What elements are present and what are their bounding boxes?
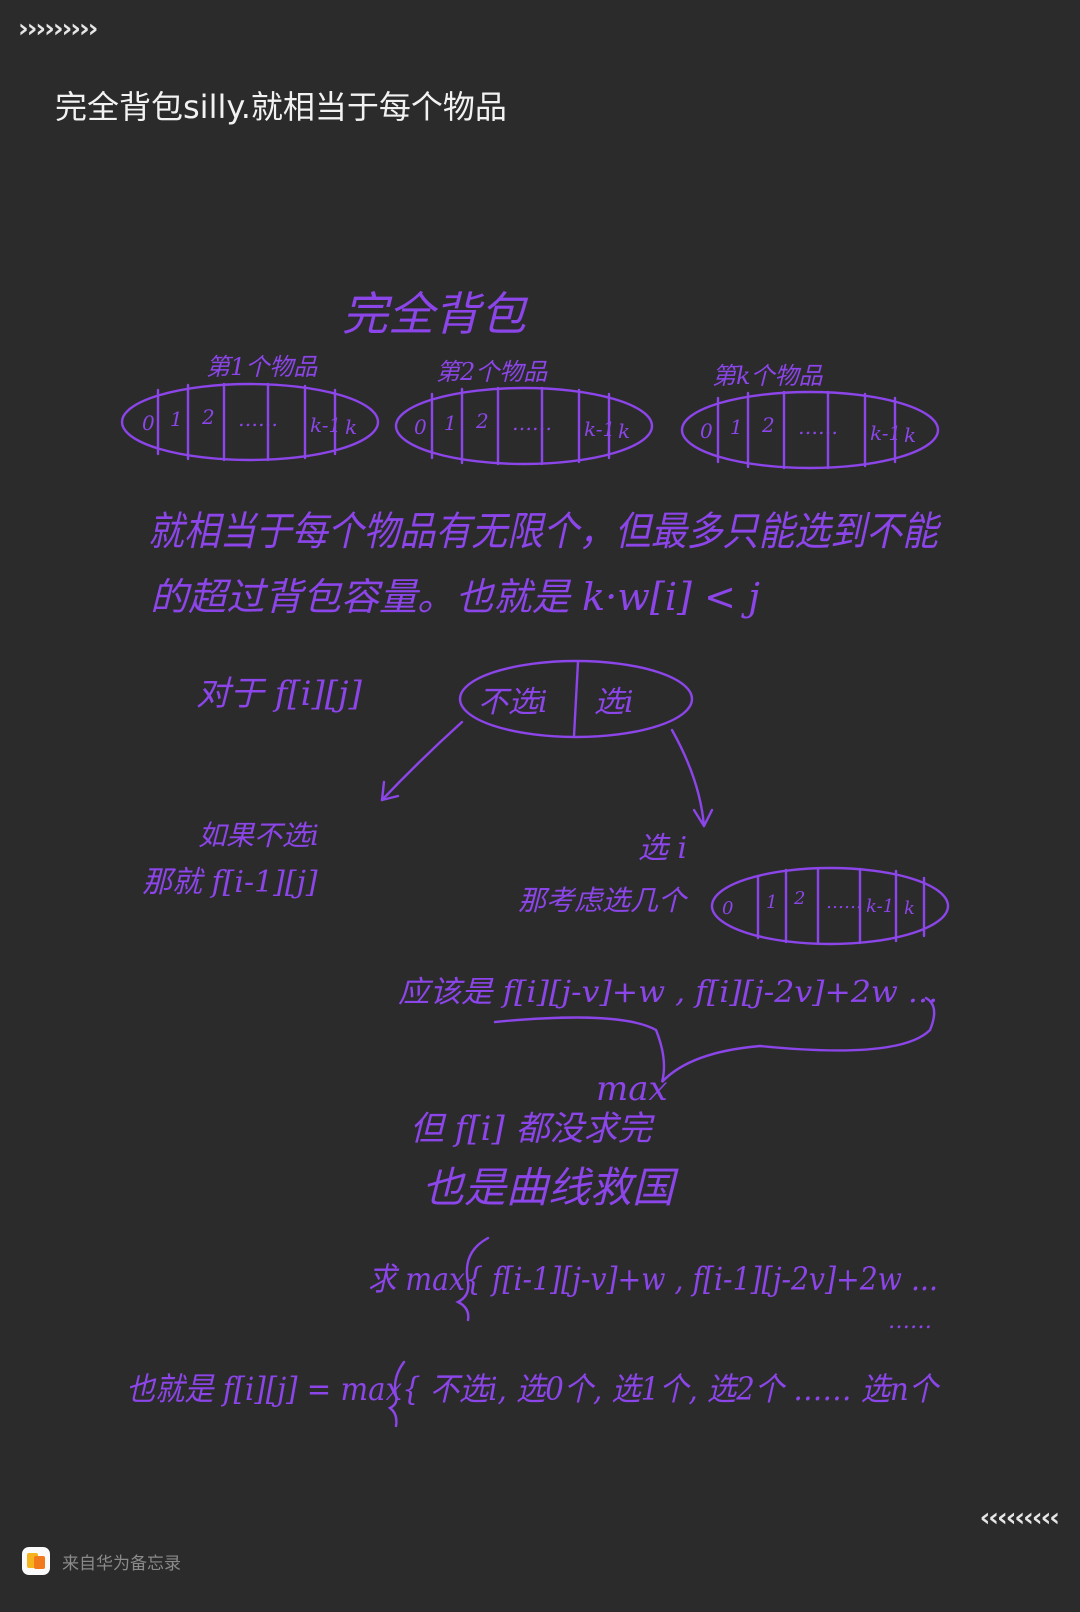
cell-2-2: 2 — [475, 409, 489, 433]
choice-oval — [458, 659, 694, 739]
max-brace — [493, 996, 936, 1083]
final-formula: 也就是 f[i][j] = max{ 不选i, 选0个, 选1个, 选2个 ……… — [126, 1370, 941, 1408]
top-chevrons: ››››››››› — [18, 14, 98, 44]
choose-cell-1: 1 — [766, 892, 777, 913]
choice-not-choose: 不选i — [478, 685, 548, 720]
max-label: max — [596, 1069, 668, 1109]
choose-label: 选 i — [638, 831, 687, 866]
cell-1-1: 1 — [170, 407, 183, 431]
cell-3-0: 0 — [700, 419, 713, 443]
choose-oval — [710, 866, 950, 946]
choose-cell-0: 0 — [722, 898, 733, 919]
footer: 来自华为备忘录 — [22, 1547, 181, 1575]
bottom-chevrons: ‹‹‹‹‹‹‹‹‹ — [979, 1503, 1060, 1533]
for-f-label: 对于 f[i][j] — [196, 674, 363, 714]
if-not-choose-label: 如果不选i — [198, 819, 319, 852]
choose-cell-4: k-1 — [866, 896, 894, 917]
cell-1-3: …… — [238, 407, 278, 431]
cell-1-2: 2 — [201, 405, 215, 429]
note-heading: 完全背包 — [342, 287, 529, 341]
explanation-line-2: 的超过背包容量。也就是 k·w[i] < j — [150, 575, 760, 619]
find-formula-dots: …… — [888, 1309, 932, 1334]
item-label-1: 第1个物品 — [206, 353, 318, 381]
cell-2-5: k — [618, 419, 630, 443]
if-not-choose-formula: 那就 f[i-1][j] — [142, 865, 318, 900]
item-oval-2 — [394, 386, 654, 466]
arrow-right — [670, 728, 706, 828]
source-label: 来自华为备忘录 — [62, 1553, 181, 1574]
item-oval-3 — [680, 390, 940, 470]
find-formula: 求 max{ f[i-1][j-v]+w , f[i-1][j-2v]+2w .… — [368, 1260, 938, 1298]
cell-3-2: 2 — [761, 413, 775, 437]
item-oval-1 — [120, 382, 380, 462]
huawei-notes-app-icon — [22, 1547, 50, 1575]
item-label-2: 第2个物品 — [436, 358, 548, 386]
page-title: 完全背包silly.就相当于每个物品 — [55, 88, 507, 126]
cell-3-4: k-1 — [870, 421, 901, 445]
cell-3-1: 1 — [730, 415, 743, 439]
cell-2-0: 0 — [414, 415, 427, 439]
final-brace — [387, 1360, 406, 1428]
should-formula: 应该是 f[i][j-v]+w , f[i][j-2v]+2w ... — [398, 975, 938, 1010]
choice-choose: 选i — [594, 685, 634, 720]
cell-1-5: k — [345, 415, 357, 439]
cell-3-3: …… — [798, 415, 838, 439]
cell-1-0: 0 — [142, 411, 155, 435]
also-text: 也是曲线救国 — [422, 1163, 679, 1212]
but-text: 但 f[i] 都没求完 — [410, 1109, 656, 1149]
choose-cell-5: k — [904, 898, 915, 919]
choose-cell-3: …… — [826, 892, 862, 913]
arrow-left — [380, 720, 464, 802]
choose-cell-2: 2 — [793, 888, 805, 909]
cell-2-1: 1 — [444, 411, 457, 435]
cell-2-4: k-1 — [584, 417, 615, 441]
explanation-line-1: 就相当于每个物品有无限个，但最多只能选到不能 — [148, 509, 942, 555]
item-label-3: 第k个物品 — [712, 362, 824, 390]
find-brace — [455, 1236, 490, 1322]
cell-3-5: k — [904, 423, 916, 447]
choose-question: 那考虑选几个 — [518, 884, 689, 917]
cell-2-3: …… — [512, 411, 552, 435]
cell-1-4: k-1 — [310, 413, 341, 437]
